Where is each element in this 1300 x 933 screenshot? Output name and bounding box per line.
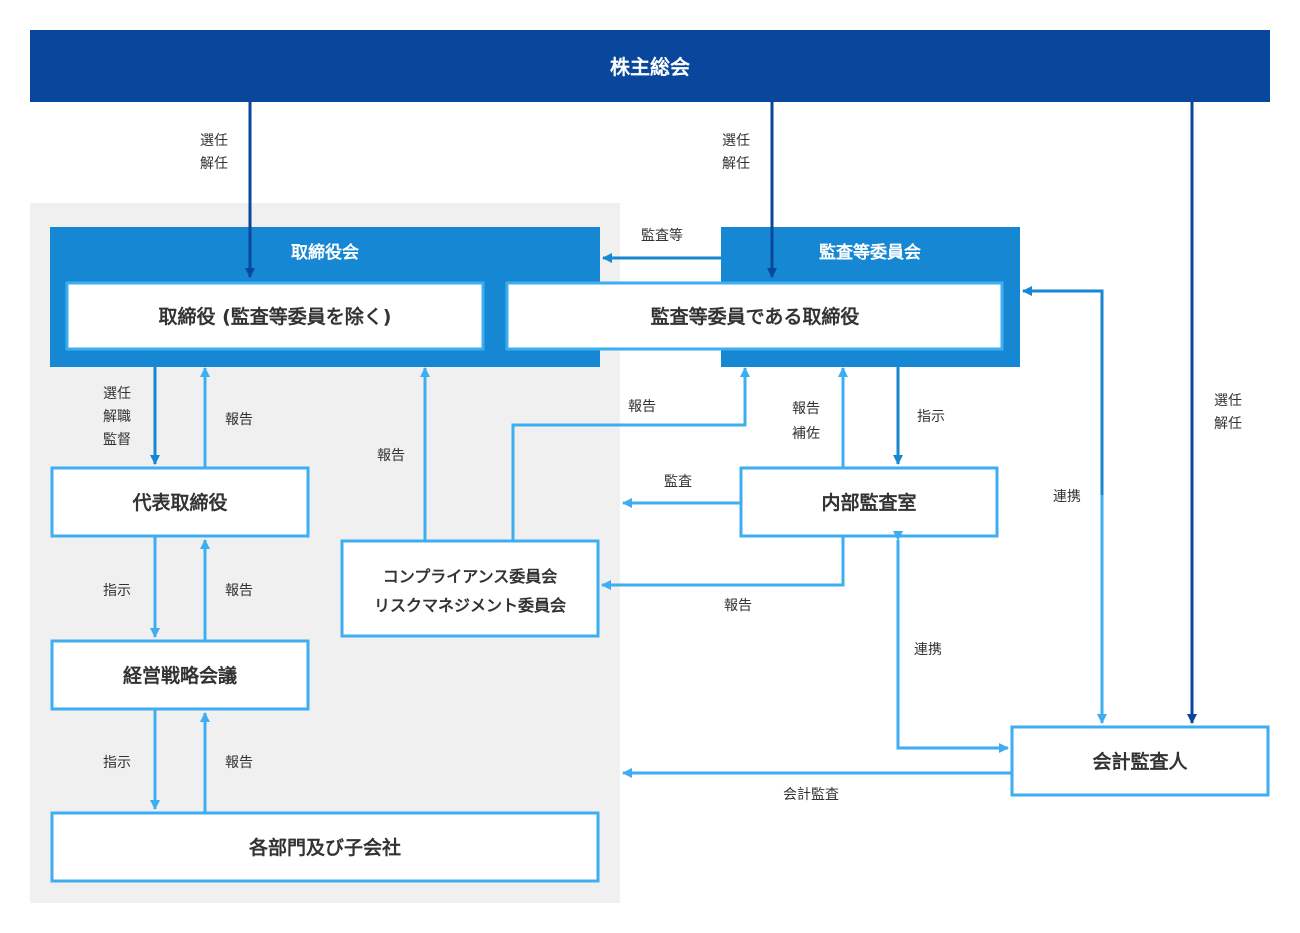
label-instruct-1: 指示 — [103, 583, 131, 599]
audit-directors-box — [505, 281, 1004, 351]
shareholders-label: 株主総会 — [610, 55, 690, 79]
directors-label: 取締役 (監査等委員を除く) — [159, 305, 392, 328]
directors-box — [65, 281, 485, 351]
label-appoint-dismiss-1b: 解任 — [200, 156, 228, 172]
label-audit-etc: 監査等 — [641, 227, 683, 244]
board-header-label: 取締役会 — [291, 242, 359, 263]
label-instruct-2: 指示 — [103, 755, 131, 771]
accounting-auditor-label: 会計監査人 — [1092, 750, 1188, 773]
arrow-cooperate-right — [1022, 286, 1104, 723]
label-report-compliance-audit: 報告 — [628, 399, 656, 415]
label-report-assist-1: 報告 — [792, 401, 820, 417]
label-report-internal-compliance: 報告 — [724, 598, 752, 614]
label-appoint-dismiss-2a: 選任 — [722, 133, 750, 149]
label-cooperate-internal: 連携 — [914, 642, 942, 658]
label-accounting-audit: 会計監査 — [783, 786, 839, 803]
audit-committee-header-label: 監査等委員会 — [819, 242, 921, 263]
label-report-1: 報告 — [225, 583, 253, 599]
compliance-label-line2: リスクマネジメント委員会 — [374, 596, 566, 615]
strategy-meeting-box — [50, 639, 310, 711]
internal-audit-box — [739, 466, 999, 538]
compliance-box — [340, 539, 600, 638]
label-report-compliance-board: 報告 — [377, 448, 405, 464]
audit-directors-label: 監査等委員である取締役 — [651, 305, 860, 328]
label-report-assist-2: 補佐 — [792, 426, 820, 442]
label-supervise-3: 監督 — [103, 431, 131, 448]
label-instruct-internal: 指示 — [917, 409, 945, 425]
president-box — [50, 466, 310, 538]
shareholders-box — [30, 30, 1270, 102]
label-report-2: 報告 — [225, 755, 253, 771]
internal-audit-label: 内部監査室 — [821, 491, 916, 514]
strategy-meeting-label: 経営戦略会議 — [123, 664, 237, 687]
label-audit-left: 監査 — [664, 473, 692, 490]
label-appoint-dismiss-3a: 選任 — [1214, 393, 1242, 409]
arrow-compliance-report-audit — [511, 367, 750, 540]
accounting-auditor-box — [1010, 725, 1270, 797]
departments-box — [50, 811, 600, 883]
label-supervise-1: 選任 — [103, 386, 131, 402]
departments-label: 各部門及び子会社 — [248, 836, 401, 859]
label-appoint-dismiss-1a: 選任 — [200, 133, 228, 149]
compliance-label-line1: コンプライアンス委員会 — [383, 567, 558, 586]
label-cooperate-right: 連携 — [1053, 489, 1081, 505]
label-appoint-dismiss-2b: 解任 — [722, 156, 750, 172]
label-report-president-board: 報告 — [225, 412, 253, 428]
president-label: 代表取締役 — [131, 491, 227, 514]
label-supervise-2: 解職 — [103, 409, 131, 425]
arrow-cooperate-internal — [893, 531, 1009, 753]
label-appoint-dismiss-3b: 解任 — [1214, 416, 1242, 432]
arrow-internal-report-compliance — [601, 537, 845, 590]
